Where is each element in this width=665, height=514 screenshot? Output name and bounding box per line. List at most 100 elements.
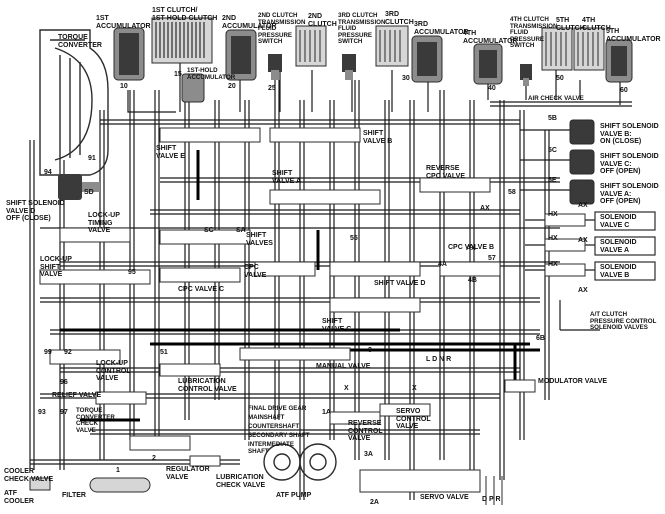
solenoid-d	[58, 174, 100, 200]
tag-hx-2: HX	[548, 235, 558, 242]
lockup-timing-body	[59, 227, 131, 243]
port-1: 1	[116, 467, 120, 474]
port-55: 55	[350, 235, 358, 242]
accumulator-4th	[473, 43, 503, 85]
tag-hx-3: HX	[548, 261, 558, 268]
regulator-body	[129, 435, 191, 451]
port-40: 40	[488, 85, 496, 92]
label-cooler-check: COOLER CHECK VALVE	[4, 468, 54, 483]
label-cpc-valve-b: CPC VALVE B	[448, 244, 495, 251]
clutch-3rd	[375, 25, 409, 67]
port-4a: 4A	[438, 261, 447, 268]
port-30: 30	[402, 75, 410, 82]
port-5c: 5C	[548, 147, 557, 154]
accumulator-2nd	[225, 29, 257, 81]
label-3rd-accumulator: 3RD ACCUMULATOR	[414, 21, 469, 36]
label-lubrication-control: LUBRICATION CONTROL VALVE	[178, 378, 237, 393]
lockup-shift-body	[39, 269, 151, 285]
label-2nd-clutch-switch: 2ND CLUTCH TRANSMISSION FLUID PRESSURE S…	[258, 12, 306, 46]
port-10: 10	[120, 83, 128, 90]
label-servo-valve: SERVO VALVE	[420, 494, 469, 501]
cpc-valve-b-body	[439, 261, 501, 277]
port-3: 3	[368, 347, 372, 354]
port-50: 50	[556, 75, 564, 82]
shift-valve-b-body	[269, 127, 361, 143]
port-2a: 2A	[370, 499, 379, 506]
servo-valve-body	[359, 469, 481, 493]
label-solenoid-b: SHIFT SOLENOID VALVE B: ON (CLOSE)	[600, 123, 659, 146]
pressure-switch-2nd	[268, 54, 282, 80]
label-5th-clutch: 5TH CLUTCH	[556, 17, 585, 32]
label-solenoid-d: SHIFT SOLENOID VALVE D OFF (CLOSE)	[6, 200, 65, 223]
pressure-switch-4th	[520, 64, 532, 86]
lubrication-control-body	[159, 363, 221, 377]
shift-valve-e-body	[159, 127, 261, 143]
label-4th-accumulator: 4TH ACCUMULATOR	[463, 30, 518, 45]
lockup-control-body	[49, 349, 121, 365]
label-lockup-shift: LOCK-UP SHIFT VALVE	[40, 256, 72, 279]
relief-valve-body	[95, 391, 147, 405]
label-manual-valve: MANUAL VALVE	[316, 363, 371, 370]
label-hx-solenoid-c: SOLENOID VALVE C	[600, 214, 637, 229]
accumulator-5th	[605, 39, 633, 83]
port-92: 92	[64, 349, 72, 356]
label-intermediate-shaft: INTERMEDIATE SHAFT	[248, 441, 294, 455]
hx-solenoids	[544, 211, 656, 281]
tag-ax-1: AX	[578, 202, 588, 209]
shift-valves-body	[159, 229, 251, 245]
port-15: 15	[174, 71, 182, 78]
shift-valve-d-body	[329, 261, 421, 277]
label-air-check-valve: AIR CHECK VALVE	[528, 95, 584, 102]
port-91: 91	[88, 155, 96, 162]
port-58: 58	[508, 189, 516, 196]
label-lockup-timing: LOCK-UP TIMING VALVE	[88, 212, 120, 235]
port-3a: 3A	[364, 451, 373, 458]
label-servo-control: SERVO CONTROL VALVE	[396, 408, 431, 431]
tag-x-2: X	[412, 385, 417, 392]
port-sd: SD	[84, 189, 94, 196]
label-hx-solenoid-a: SOLENOID VALVE A	[600, 239, 637, 254]
label-shift-valve-c: SHIFT VALVE C	[322, 318, 352, 333]
label-1st-accumulator: 1ST ACCUMULATOR	[96, 15, 151, 30]
clutch-4th	[573, 27, 605, 71]
port-57: 57	[488, 255, 496, 262]
port-95: 95	[128, 269, 136, 276]
label-relief-valve: RELIEF VALVE	[52, 392, 102, 399]
label-lockup-control: LOCK-UP CONTROL VALVE	[96, 360, 131, 383]
port-1a: 1A	[322, 409, 331, 416]
port-97: 97	[60, 409, 68, 416]
accumulator-3rd	[411, 35, 443, 83]
port-sc: SC	[204, 227, 214, 234]
accumulator-1st-hold	[181, 73, 205, 103]
atf-pump	[263, 443, 337, 481]
port-5b: 5B	[548, 115, 557, 122]
label-3rd-clutch-switch: 3RD CLUTCH TRANSMISSION FLUID PRESSURE S…	[338, 12, 386, 46]
label-shift-valve-b: SHIFT VALVE B	[363, 130, 393, 145]
label-1st-hold-accumulator: 1ST-HOLD ACCUMULATOR	[187, 67, 236, 81]
modulator-body	[504, 379, 536, 393]
label-at-clutch-solenoids: A/T CLUTCH PRESSURE CONTROL SOLENOID VAL…	[590, 311, 657, 332]
clutch-2nd	[295, 25, 327, 67]
tag-ax-2: AX	[578, 237, 588, 244]
port-4b: 4B	[468, 277, 477, 284]
label-mainshaft: MAINSHAFT	[248, 414, 285, 421]
accumulator-1st	[113, 27, 145, 81]
torque-converter	[39, 29, 109, 176]
label-atf-pump: ATF PUMP	[276, 492, 312, 499]
port-99: 99	[44, 349, 52, 356]
label-solenoid-a: SHIFT SOLENOID VALVE A: OFF (OPEN)	[600, 183, 659, 206]
label-manual-positions: L D N R	[426, 356, 452, 363]
cpc-valve-c-body	[159, 267, 241, 283]
label-5th-accumulator: 5TH ACCUMULATOR	[606, 28, 661, 43]
manual-lever	[485, 476, 503, 505]
filter-cooler	[29, 477, 151, 493]
reverse-control-body	[329, 411, 381, 425]
label-regulator: REGULATOR VALVE	[166, 466, 210, 481]
manual-valve-body	[239, 347, 351, 361]
port-6b: 6B	[536, 335, 545, 342]
label-filter: FILTER	[62, 492, 86, 499]
clutch-5th	[541, 27, 573, 71]
port-96: 96	[60, 379, 68, 386]
port-94: 94	[44, 169, 52, 176]
